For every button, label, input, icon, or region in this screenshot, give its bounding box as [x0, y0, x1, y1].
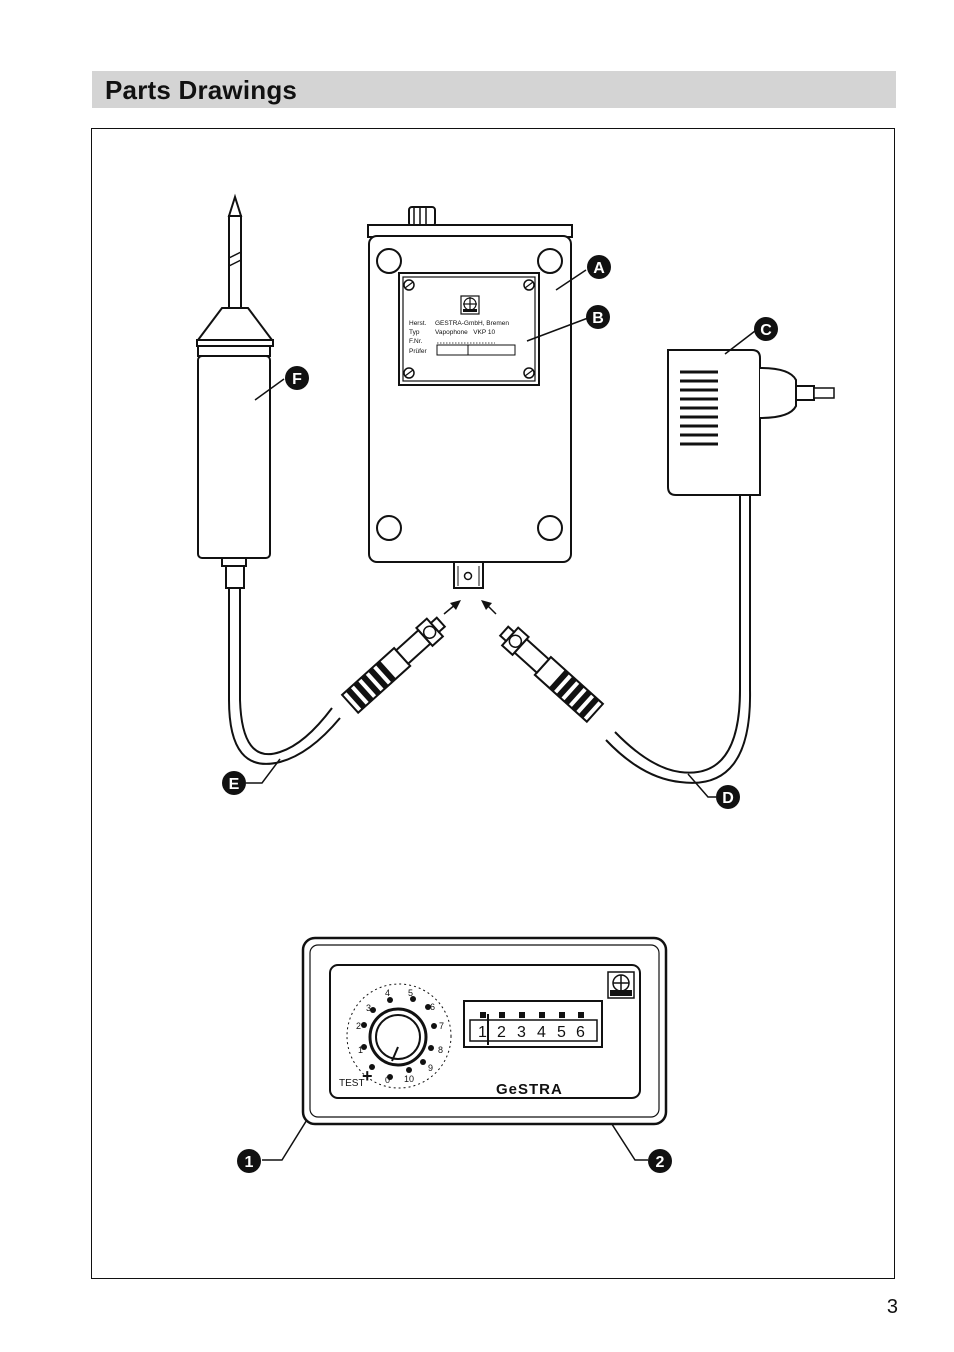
dial-number-2: 2: [356, 1021, 361, 1031]
dial-number-9: 9: [428, 1063, 433, 1073]
page-number: 3: [886, 1296, 898, 1318]
dial-number-3: 3: [366, 1003, 371, 1013]
callout-2: 2: [648, 1149, 672, 1173]
nameplate-drawing: [398, 272, 540, 386]
callout-1: 1: [237, 1149, 261, 1173]
nameplate-label-manufacturer: Herst.: [409, 320, 427, 327]
display-digits: 1 2 3 4 5 6: [478, 1024, 585, 1041]
nameplate-value-type: Vapophone VKP 10: [435, 329, 496, 336]
dial-number-6: 6: [430, 1002, 435, 1012]
callout-f: F: [285, 366, 309, 390]
callout-e-label: E: [229, 776, 240, 793]
dial-number-1: 1: [358, 1045, 363, 1055]
nameplate-value-manufacturer: GESTRA-GmbH, Bremen: [435, 320, 509, 327]
gestra-logo-icon: [460, 295, 480, 315]
callout-d: D: [716, 785, 740, 809]
callout-a: A: [587, 255, 611, 279]
cable-connector-left: [340, 616, 447, 715]
display-digit-3: 3: [517, 1024, 526, 1041]
section-header-bar: Parts Drawings: [92, 71, 896, 108]
display-digit-4: 4: [537, 1024, 546, 1041]
display-digit-2: 2: [497, 1024, 506, 1041]
drawing-frame: [91, 128, 895, 1279]
callout-f-label: F: [292, 371, 302, 388]
power-supply-drawing: [605, 349, 835, 784]
dial-number-0: 0: [385, 1075, 390, 1085]
callout-a-label: A: [593, 260, 605, 277]
callout-1-label: 1: [245, 1154, 254, 1171]
connection-arrow-right: [481, 600, 497, 615]
nameplate-text: Herst. GESTRA-GmbH, Bremen Typ Vapophone…: [409, 320, 509, 355]
display-segment-dots: [480, 1012, 584, 1018]
dial-number-8: 8: [438, 1045, 443, 1055]
nameplate-label-serial: F.Nr.: [409, 338, 423, 345]
callout-2-label: 2: [656, 1154, 665, 1171]
nameplate-label-type: Typ: [409, 329, 420, 336]
dial-number-5: 5: [408, 988, 413, 998]
dial-scale-dots: [361, 996, 437, 1080]
main-unit-drawing: [367, 206, 573, 589]
callout-b-label: B: [592, 310, 604, 327]
brand-wordmark: GeSTRA: [496, 1081, 563, 1098]
dial-number-7: 7: [439, 1021, 444, 1031]
callout-c-label: C: [760, 322, 772, 339]
callout-c: C: [754, 317, 778, 341]
display-digit-1: 1: [478, 1024, 487, 1041]
display-digit-6: 6: [576, 1024, 585, 1041]
volume-dial: [346, 983, 452, 1089]
dial-number-4: 4: [385, 988, 390, 998]
dial-number-10: 10: [404, 1074, 414, 1084]
cable-connector-right: [498, 625, 605, 724]
control-panel-drawing: [301, 936, 668, 1126]
test-label: TEST: [339, 1078, 365, 1089]
callout-e: E: [222, 771, 246, 795]
section-title: Parts Drawings: [105, 75, 298, 105]
callout-b: B: [586, 305, 610, 329]
gestra-panel-logo-icon: [607, 971, 635, 999]
dial-numbers: 0 1 2 3 4 5 6 7 8 9 10: [356, 988, 444, 1085]
nameplate-label-inspector: Prüfer: [409, 348, 428, 355]
display-digit-5: 5: [557, 1024, 566, 1041]
probe-drawing: [196, 193, 341, 765]
callout-d-label: D: [722, 790, 734, 807]
connection-arrow-left: [443, 600, 461, 615]
test-plus-symbol: +: [362, 1066, 373, 1086]
